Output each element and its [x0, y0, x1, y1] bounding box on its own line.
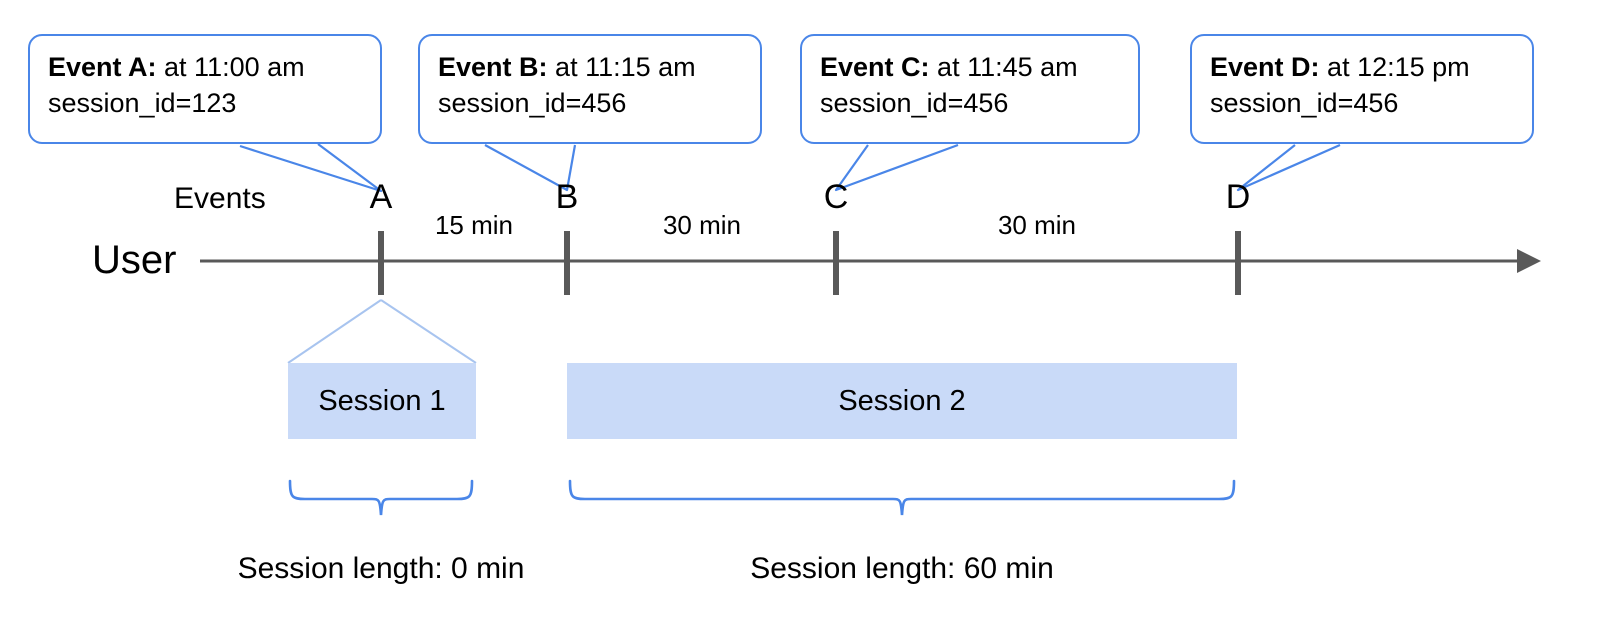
gap-label-bc: 30 min — [662, 210, 742, 240]
session-2-length-label: Session length: 60 min — [750, 552, 1054, 585]
callout-event-c: Event C: at 11:45 am session_id=456 — [800, 34, 1140, 144]
event-letter-b: B — [555, 178, 579, 216]
callout-tail-c — [834, 143, 959, 192]
event-letter-c: C — [823, 178, 849, 216]
callout-d-time: at 12:15 pm — [1327, 52, 1470, 82]
callout-c-lead: Event C: — [820, 52, 930, 82]
callout-d-lead: Event D: — [1210, 52, 1320, 82]
session-bar-1: Session 1 — [288, 363, 476, 439]
gap-label-ab: 15 min — [434, 210, 514, 240]
callout-a-session: session_id=123 — [48, 87, 237, 118]
callout-b-session: session_id=456 — [438, 87, 627, 118]
callout-a-time: at 11:00 am — [164, 52, 305, 82]
callout-a-lead: Event A: — [48, 52, 157, 82]
user-row-label: User — [92, 238, 177, 282]
callout-event-b: Event B: at 11:15 am session_id=456 — [418, 34, 762, 144]
event-letter-d: D — [1225, 178, 1251, 216]
session-1-connector — [287, 299, 477, 364]
callout-c-session: session_id=456 — [820, 87, 1009, 118]
callout-c-time: at 11:45 am — [937, 52, 1078, 82]
session-bar-2-label: Session 2 — [838, 384, 966, 417]
callout-event-a: Event A: at 11:00 am session_id=123 — [28, 34, 382, 144]
session-1-length-label: Session length: 0 min — [237, 552, 525, 585]
callout-d-session: session_id=456 — [1210, 87, 1399, 118]
callout-tail-a — [239, 143, 383, 193]
callout-b-time: at 11:15 am — [555, 52, 696, 82]
callout-event-d: Event D: at 12:15 pm session_id=456 — [1190, 34, 1534, 144]
events-row-label: Events — [174, 182, 266, 215]
callout-tail-d — [1236, 143, 1341, 192]
gap-label-cd: 30 min — [997, 210, 1077, 240]
event-letter-a: A — [369, 178, 393, 216]
callout-tail-b — [484, 144, 577, 192]
session-bar-1-label: Session 1 — [318, 384, 446, 417]
brace-session-1 — [288, 479, 474, 516]
session-bar-2: Session 2 — [567, 363, 1237, 439]
brace-session-2 — [568, 479, 1236, 516]
callout-b-lead: Event B: — [438, 52, 548, 82]
